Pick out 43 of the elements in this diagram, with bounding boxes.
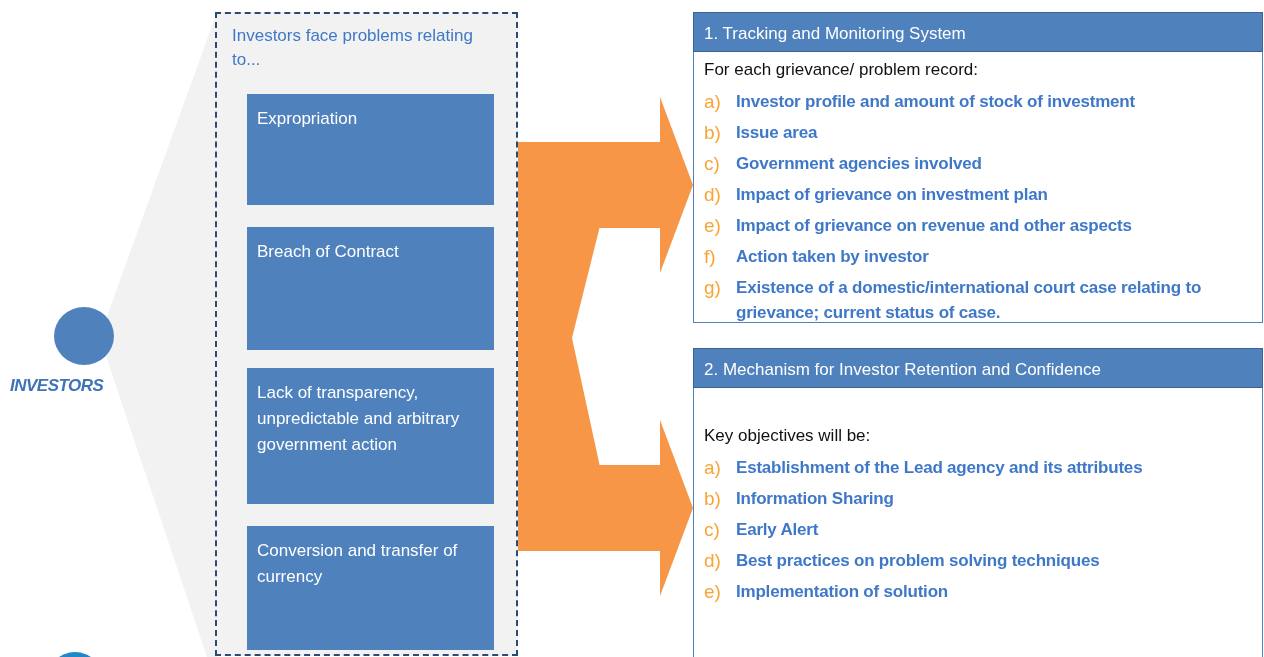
list-item: Early Alert [736,520,819,539]
intro-text: Key objectives will be: [704,425,872,447]
info-panel [693,12,1263,323]
list-item: Existence of a domestic/international court case relating to grievance; current status of case. [736,278,1202,322]
list-item: Government agencies involved [736,154,982,173]
list-marker: c) [704,518,720,542]
list-marker: d) [704,549,721,573]
panel-header: 1. Tracking and Monitoring System [693,12,1263,52]
panel-heading: Investors face problems relating to... [232,25,474,71]
panel-header: 2. Mechanism for Investor Retention and Confidence [693,348,1263,388]
list-marker: c) [704,152,720,176]
problem-box [247,227,494,350]
problem-text: Expropriation [257,109,358,128]
list-item: Best practices on problem solving techniques [736,551,1100,570]
branch-arrow-trunk [518,226,600,467]
intro-text: For each grievance/ problem record: [704,59,980,81]
arrow [518,420,693,596]
list-item: Issue area [736,123,818,142]
list-marker: e) [704,214,721,238]
list-item: Establishment of the Lead agency and its attributes [736,458,1143,477]
list-marker: b) [704,487,721,511]
arrow [518,97,693,273]
list-marker: f) [704,245,716,269]
list-item: Action taken by investor [736,247,929,266]
problem-box [247,368,494,504]
problem-box [247,526,494,650]
actor-label: INVESTORS [10,376,104,396]
list-marker: e) [704,580,721,604]
list-marker: g) [704,276,721,300]
list-marker: a) [704,90,721,114]
list-item: Impact of grievance on revenue and other aspects [736,216,1132,235]
list-marker: a) [704,456,721,480]
problem-text: Lack of transparency, unpredictable and arbitrary government action [257,383,460,454]
problem-text: Breach of Contract [257,242,399,261]
list-item: Investor profile and amount of stock of investment [736,92,1135,111]
problem-text: Conversion and transfer of currency [257,541,458,586]
problem-box [247,94,494,205]
list-marker: b) [704,121,721,145]
list-item: Implementation of solution [736,582,948,601]
list-marker: d) [704,183,721,207]
info-panel [693,348,1263,657]
list-item: Information Sharing [736,489,894,508]
list-item: Impact of grievance on investment plan [736,185,1048,204]
